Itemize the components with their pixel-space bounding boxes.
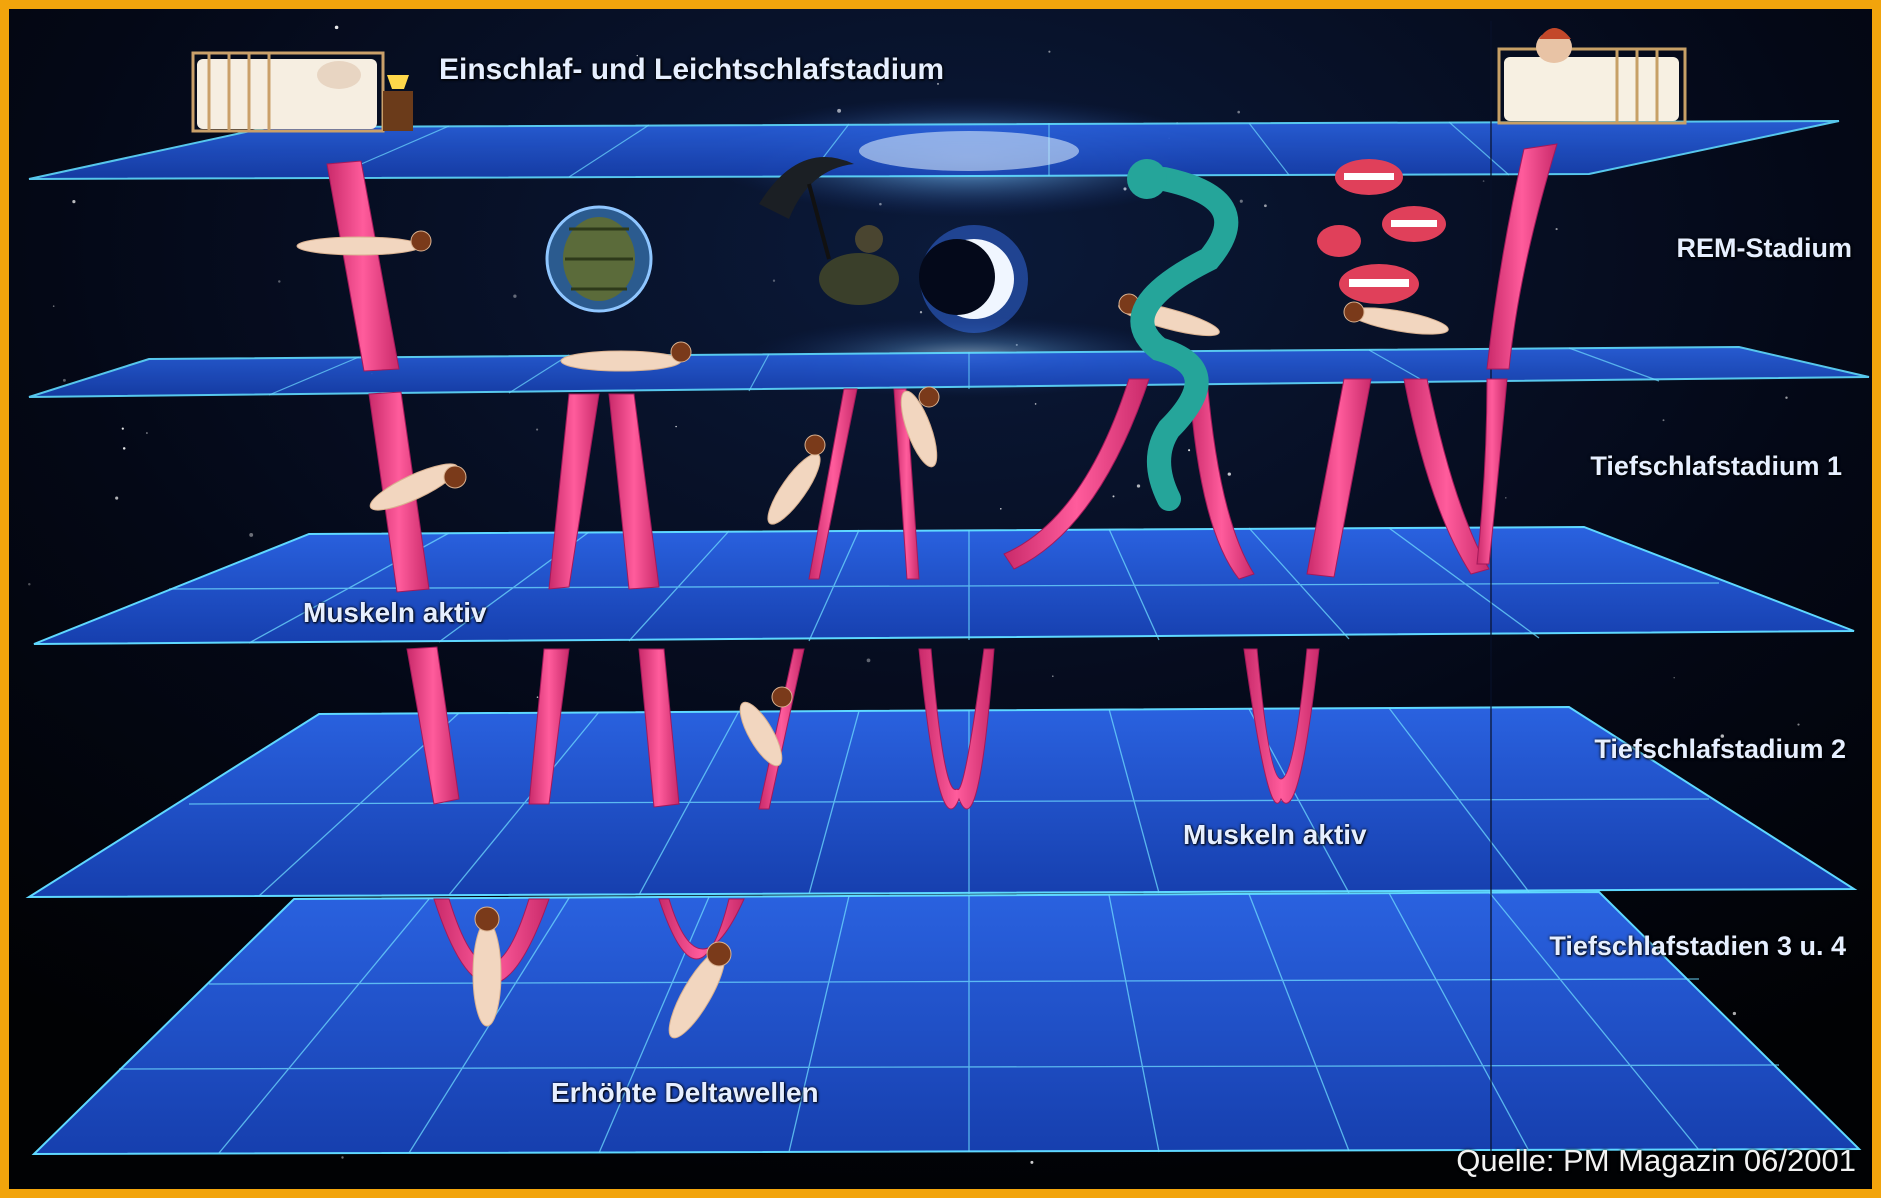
star [122,428,124,430]
star [537,696,539,698]
star [1264,204,1267,207]
sleep-stages-illustration [9,9,1881,1198]
star [1556,228,1558,230]
star [1733,1012,1736,1015]
star [1030,1161,1033,1164]
star [867,659,871,663]
star [28,583,30,585]
source-credit: Quelle: PM Magazin 06/2001 [1456,1143,1856,1179]
label-muscles-active-2: Muskeln aktiv [1183,819,1367,851]
turtle-icon [547,207,651,311]
star [146,432,148,434]
star [63,379,66,382]
label-light-sleep: Einschlaf- und Leichtschlafstadium [439,53,944,87]
star [536,429,538,431]
label-deep-sleep-3-4: Tiefschlafstadien 3 u. 4 [1549,931,1846,962]
star [1483,180,1485,182]
label-delta-waves: Erhöhte Deltawellen [551,1077,819,1109]
star [1052,675,1054,677]
star [1663,419,1665,421]
star [1188,449,1190,451]
star [513,295,516,298]
star [1785,396,1787,398]
star [115,497,118,500]
star [773,280,775,282]
star [123,447,126,450]
star [1113,495,1115,497]
label-muscles-active-1: Muskeln aktiv [303,597,487,629]
star [335,26,339,30]
star [341,1156,343,1158]
star [1673,677,1674,678]
star [278,280,280,282]
star [72,200,75,203]
star [1048,51,1050,53]
label-rem-stage: REM-Stadium [1677,233,1853,264]
star [53,305,55,307]
star [1228,472,1231,475]
star [1035,403,1037,405]
star [1000,508,1002,510]
star [1137,484,1140,487]
label-deep-sleep-2: Tiefschlafstadium 2 [1594,734,1846,765]
star [920,311,922,313]
star [1505,497,1506,498]
star [1797,724,1799,726]
star [249,533,253,537]
plane-stage-2 [29,707,1854,897]
star [1240,200,1243,203]
label-deep-sleep-1: Tiefschlafstadium 1 [1590,451,1842,482]
star [675,426,676,427]
star [1237,111,1240,114]
